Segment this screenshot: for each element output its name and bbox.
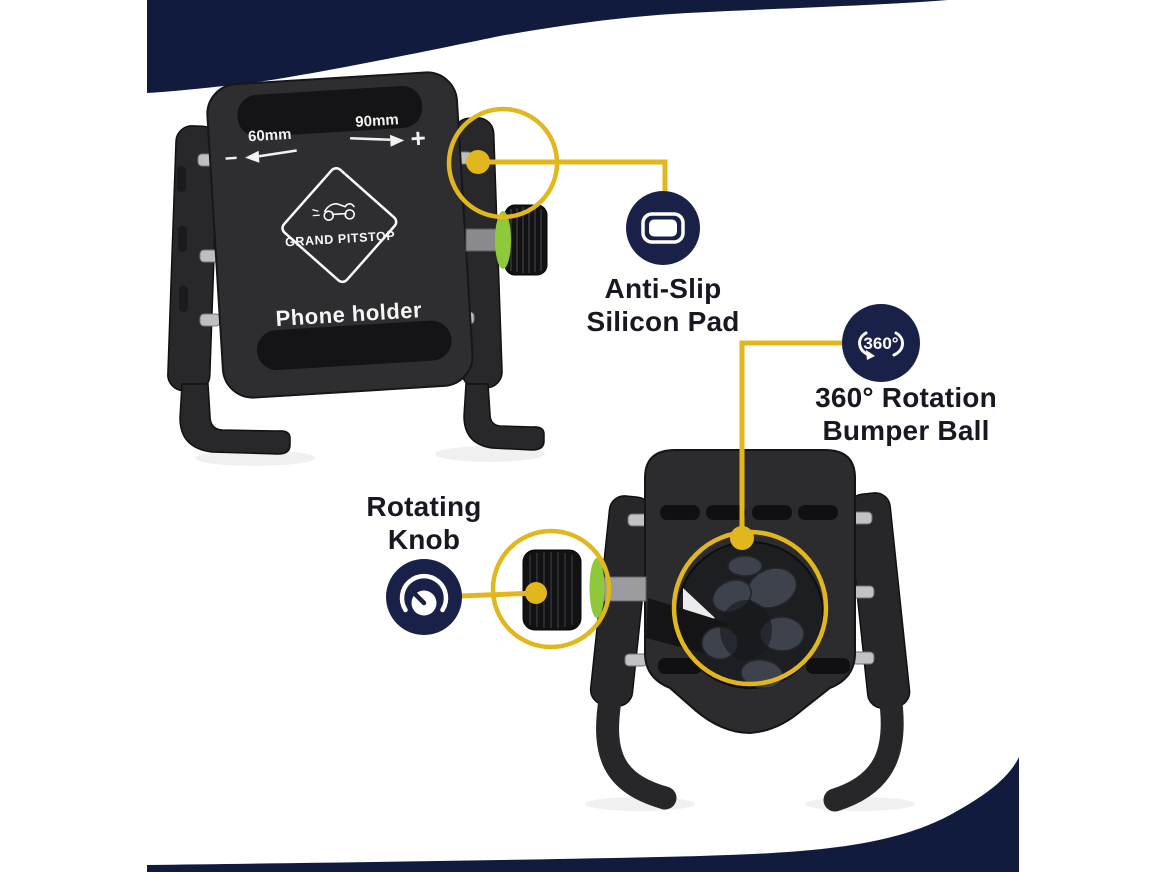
knob-label-line2: Knob — [387, 524, 461, 555]
phone-holder-front-view: 60mm − 90mm + GRAND PITSTOP Phone hold — [167, 71, 548, 466]
front-plus-sign: + — [410, 123, 427, 154]
green-ring — [589, 558, 605, 618]
brand-logo: GRAND PITSTOP — [281, 166, 398, 284]
rotation-label-line2: Bumper Ball — [822, 415, 990, 446]
rotation-label: 360° Rotation Bumper Ball — [776, 381, 1036, 447]
front-bottom-slot — [256, 320, 452, 371]
design-canvas — [147, 0, 1019, 872]
360-icon-label: 360° — [863, 334, 898, 353]
knob-label: Rotating Knob — [324, 490, 524, 556]
front-dim-large-label: 90mm — [355, 111, 399, 131]
front-dim-small-label: 60mm — [248, 126, 292, 146]
knob-label-line1: Rotating — [366, 491, 482, 522]
green-ring — [495, 211, 511, 269]
rotation-label-line1: 360° Rotation — [815, 382, 997, 413]
brand-logo-text: GRAND PITSTOP — [285, 229, 396, 250]
top-swoosh-decoration — [147, 0, 948, 93]
bottom-swoosh-decoration — [147, 757, 1019, 872]
front-main-plate: 60mm − 90mm + GRAND PITSTOP Phone hold — [206, 71, 474, 399]
silicon-pad-label: Anti-Slip Silicon Pad — [533, 272, 793, 338]
motorcycle-icon — [312, 203, 355, 221]
360-rotation-icon: 360° — [842, 304, 920, 382]
silicon-pad-label-line1: Anti-Slip — [604, 273, 722, 304]
silicon-pad-icon — [626, 191, 700, 265]
front-top-slot — [237, 85, 423, 137]
arrow-left-icon — [245, 150, 260, 163]
front-minus-sign: − — [224, 145, 238, 171]
arrow-right-icon — [389, 134, 405, 147]
rotating-knob-icon — [386, 559, 462, 635]
silicon-pad-label-line2: Silicon Pad — [586, 306, 740, 337]
phone-holder-back-view — [522, 449, 915, 812]
